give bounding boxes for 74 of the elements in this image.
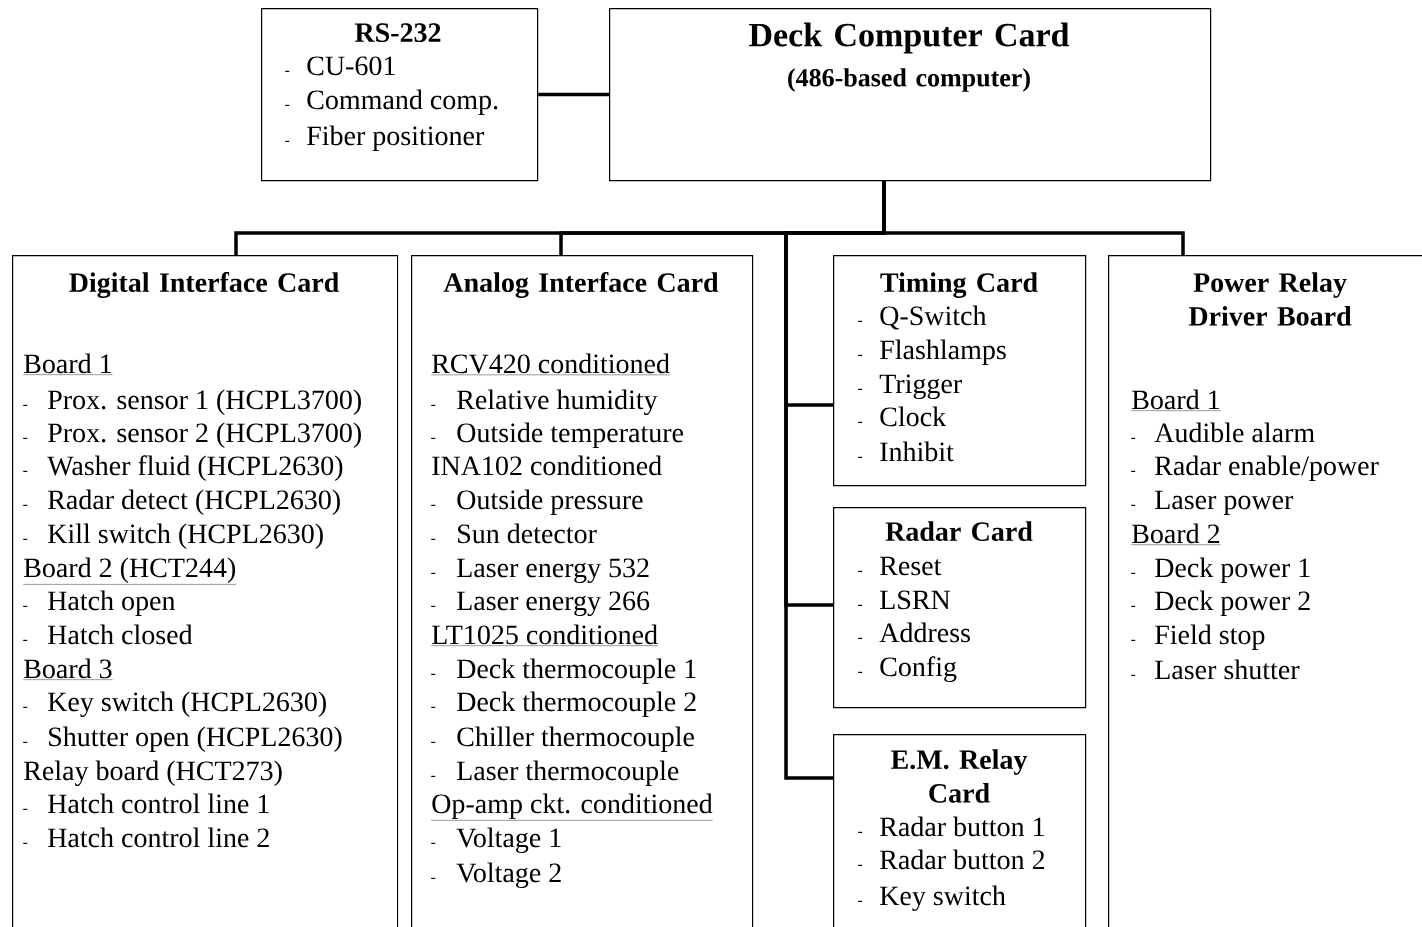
list-item: Deck power 2	[1130, 590, 1310, 616]
list-item: Hatch closed	[22, 624, 193, 645]
card-title: Power Relay Driver Board	[1188, 272, 1352, 326]
card-box	[12, 255, 399, 927]
connector-line	[882, 181, 1185, 255]
subheading: Op-amp ckt. conditioned	[431, 793, 713, 821]
list-item: Deck power 1	[1130, 557, 1310, 583]
list-item: Reset	[857, 556, 942, 576]
list-item: Prox. sensor 2 (HCPL3700)	[22, 422, 361, 448]
card-box	[1108, 255, 1422, 927]
list-item: Address	[857, 622, 970, 643]
subheading: Board 3	[23, 658, 113, 680]
list-item: Outside temperature	[430, 422, 684, 448]
subheading: Board 1	[23, 353, 113, 375]
list-item: Radar enable/power	[1130, 455, 1379, 481]
card-title: Analog Interface Card	[443, 272, 719, 298]
subheading: INA102 conditioned	[432, 455, 662, 476]
list-item: Hatch control line 1	[22, 793, 269, 814]
list-item: Flashlamps	[857, 339, 1006, 365]
list-item: Config	[857, 656, 957, 683]
list-item: Key switch	[857, 885, 1006, 912]
list-item: Hatch control line 2	[22, 827, 269, 848]
card-box	[261, 8, 539, 182]
card-title: E.M. Relay Card	[891, 749, 1028, 803]
subheading: RCV420 conditioned	[431, 353, 671, 376]
list-item: Laser energy 266	[430, 591, 650, 617]
list-item: Laser power	[1130, 490, 1294, 515]
subheading: Relay board (HCT273)	[24, 760, 282, 787]
list-item: Field stop	[1130, 624, 1265, 650]
card-title: RS-232	[354, 23, 441, 43]
list-item: Deck thermocouple 2	[430, 691, 696, 717]
list-item: Trigger	[857, 374, 962, 400]
list-item: Sun detector	[430, 523, 597, 544]
list-item: Voltage 1	[430, 827, 561, 854]
list-item: Audible alarm	[1130, 422, 1315, 443]
list-item: Kill switch (HCPL2630)	[22, 523, 323, 549]
card-box	[833, 255, 1087, 487]
card-title: Radar Card	[885, 521, 1033, 542]
list-item: Inhibit	[857, 441, 954, 462]
card-box	[833, 734, 1087, 927]
card-box	[833, 507, 1087, 709]
list-item: Outside pressure	[430, 489, 643, 515]
list-item: Shutter open (HCPL2630)	[22, 726, 342, 752]
list-item: Laser thermocouple	[430, 760, 679, 786]
card-title: Deck Computer Card	[749, 22, 1070, 54]
list-item: Radar button 1	[857, 816, 1044, 837]
list-item: Washer fluid (HCPL2630)	[22, 455, 343, 481]
connector-line	[538, 92, 609, 97]
card-box	[609, 8, 1212, 182]
list-item: Laser energy 532	[430, 558, 649, 584]
list-item: Radar button 2	[857, 849, 1045, 870]
list-item: Q-Switch	[857, 305, 987, 330]
list-item: Key switch (HCPL2630)	[22, 691, 326, 718]
list-item: Chiller thermocouple	[430, 726, 694, 752]
subheading: LT1025 conditioned	[431, 624, 659, 646]
list-item: LSRN	[857, 590, 951, 610]
card-title: Timing Card	[880, 272, 1038, 298]
list-item: Hatch open	[22, 590, 176, 616]
subheading: Board 1	[1131, 389, 1221, 411]
card-title: Digital Interface Card	[69, 272, 339, 298]
list-item: Clock	[857, 406, 947, 427]
card-subtitle: (486-based computer)	[788, 68, 1030, 92]
subheading: Board 2	[1131, 523, 1221, 545]
list-item: Radar detect (HCPL2630)	[22, 489, 340, 515]
list-item: Voltage 2	[430, 862, 561, 889]
list-item: Relative humidity	[430, 389, 658, 416]
list-item: Prox. sensor 1 (HCPL3700)	[22, 389, 361, 415]
list-item: Deck thermocouple 1	[430, 658, 696, 684]
card-box	[411, 255, 754, 927]
list-item: CU-601	[284, 56, 395, 76]
subheading: Board 2 (HCT244)	[23, 557, 237, 585]
list-item: Command comp.	[284, 89, 498, 115]
list-item: Fiber positioner	[284, 125, 485, 151]
list-item: Laser shutter	[1130, 659, 1300, 680]
